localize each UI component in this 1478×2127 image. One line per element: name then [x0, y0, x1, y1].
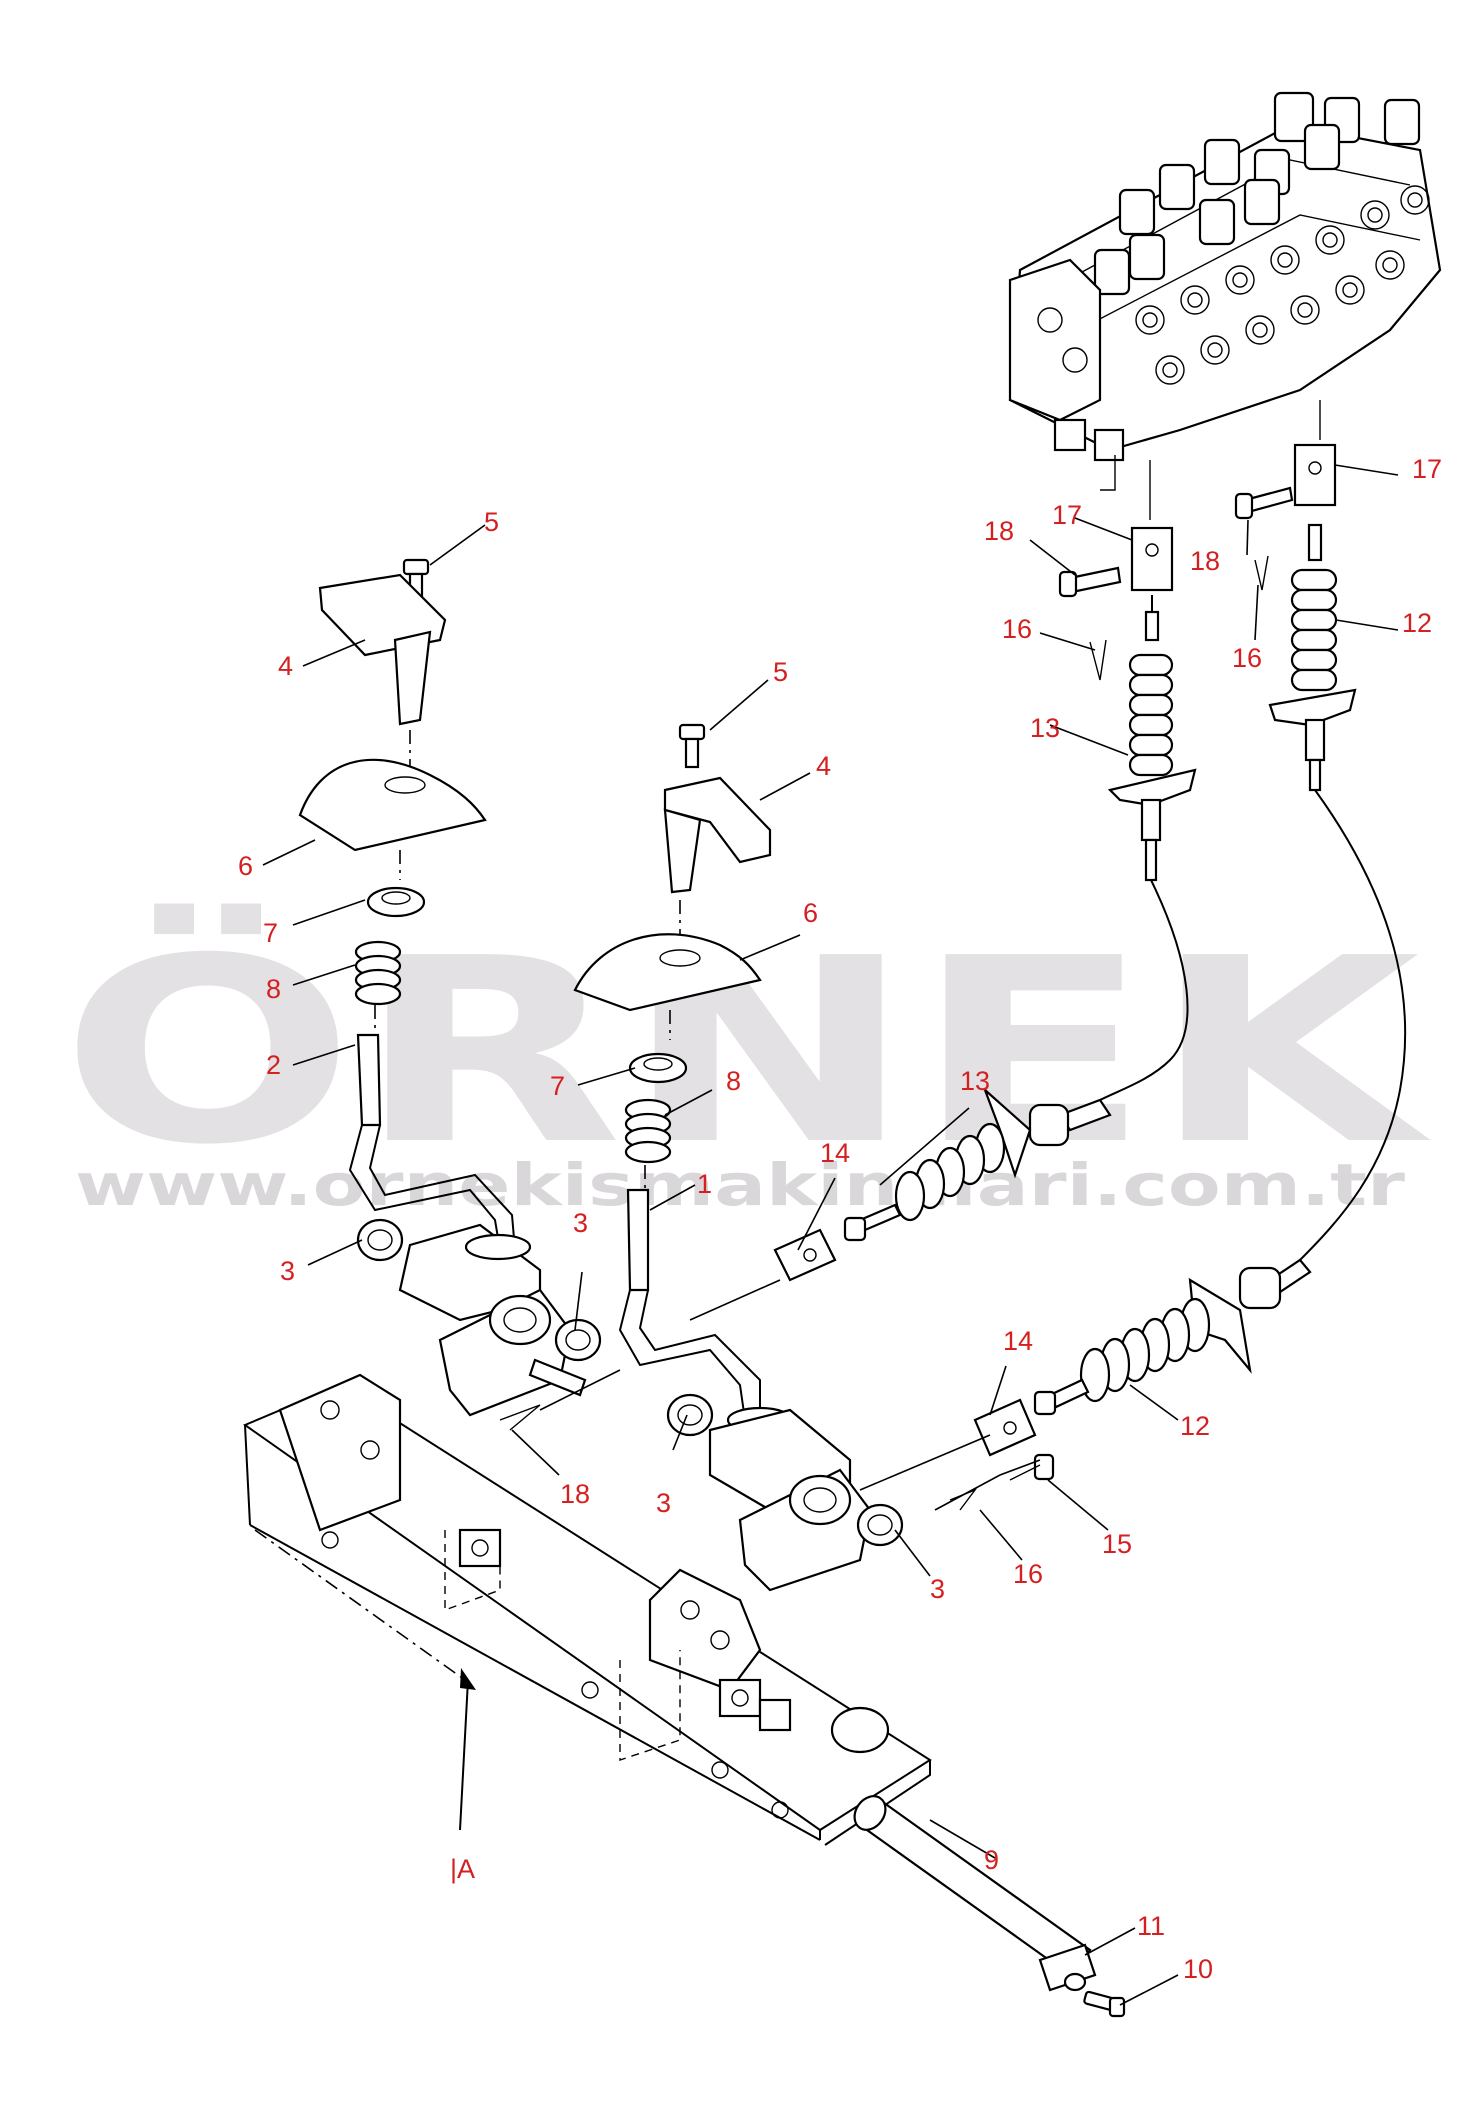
callout-6-center: 6 — [803, 898, 818, 928]
view-marker-label: |A — [450, 1854, 475, 1884]
callout-17-left: 17 — [1052, 500, 1082, 530]
callout-18-right: 18 — [1190, 546, 1220, 576]
callout-16-lower: 16 — [1013, 1559, 1043, 1589]
watermark-url: www.ornekismakinalari.com.tr — [75, 1151, 1406, 1219]
callout-5-center: 5 — [773, 657, 788, 687]
callout-10: 10 — [1183, 1954, 1213, 1984]
view-arrow-a: |A — [450, 1668, 476, 1884]
watermark: ÖRNEK www.ornekismakinalari.com.tr — [60, 903, 1431, 1219]
callout-7-center: 7 — [550, 1071, 565, 1101]
callout-14-upper: 14 — [820, 1138, 850, 1168]
pin-9 — [853, 1795, 1126, 2018]
cable-assembly-13 — [843, 526, 1197, 1242]
cable-assembly-12 — [1033, 443, 1407, 1416]
callout-12-lower: 12 — [1180, 1411, 1210, 1441]
callout-13-upper: 13 — [1030, 713, 1060, 743]
watermark-brand: ÖRNEK — [60, 903, 1431, 1201]
callout-8-left: 8 — [266, 974, 281, 1004]
callout-1: 1 — [697, 1169, 712, 1199]
callout-2: 2 — [266, 1050, 281, 1080]
callout-5-left: 5 — [484, 507, 499, 537]
callout-15: 15 — [1102, 1529, 1132, 1559]
callout-7-left: 7 — [263, 918, 278, 948]
callout-16-left: 16 — [1002, 614, 1032, 644]
callout-3-d: 3 — [930, 1574, 945, 1604]
callout-labels: 5 4 6 7 8 2 3 3 5 4 6 7 8 1 14 13 3 18 3… — [238, 454, 1442, 1984]
clevis-17-right — [1293, 443, 1337, 507]
control-valve-block — [1008, 91, 1442, 520]
callout-4-center: 4 — [816, 751, 831, 781]
callout-12-upper: 12 — [1402, 608, 1432, 638]
callout-4-left: 4 — [278, 651, 293, 681]
lever-group-center — [499, 723, 991, 1592]
mounting-frame — [242, 1373, 932, 1846]
callout-14-lower: 14 — [1003, 1326, 1033, 1356]
callout-13-lower: 13 — [960, 1066, 990, 1096]
leader-lines — [262, 464, 1399, 2006]
callout-18-center: 18 — [560, 1479, 590, 1509]
callout-6-left: 6 — [238, 851, 253, 881]
callout-11: 11 — [1137, 1911, 1165, 1941]
callout-3-a: 3 — [280, 1256, 295, 1286]
callout-16-right: 16 — [1232, 643, 1262, 673]
clevis-14-lower — [934, 1398, 1055, 1511]
callout-9: 9 — [984, 1845, 999, 1875]
callout-18-left: 18 — [984, 516, 1014, 546]
callout-3-c: 3 — [656, 1488, 671, 1518]
callout-8-center: 8 — [726, 1066, 741, 1096]
clevis-17-left — [1130, 526, 1174, 592]
lever-group-left — [298, 558, 602, 1417]
callout-3-b: 3 — [573, 1208, 588, 1238]
callout-17-right: 17 — [1412, 454, 1442, 484]
